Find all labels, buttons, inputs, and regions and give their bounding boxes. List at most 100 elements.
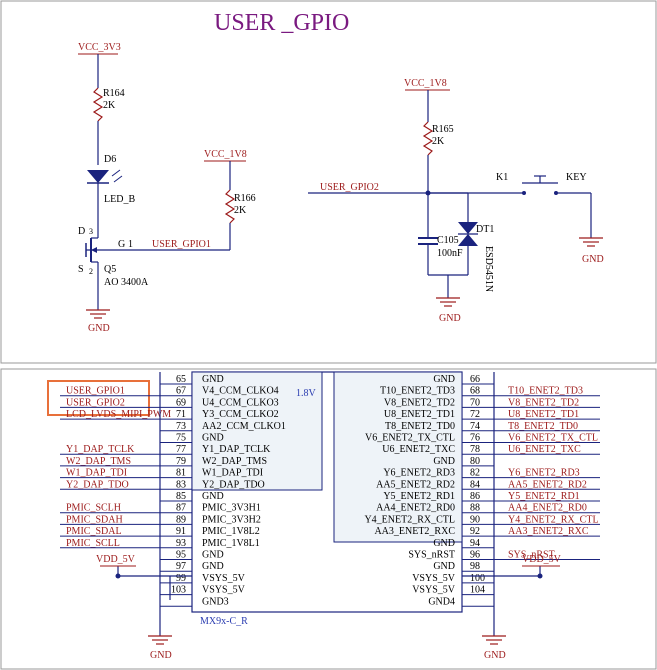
right-pin-number: 86 [470,491,480,502]
right-pin-number: 92 [470,526,480,537]
esd-diode-symbol [458,222,478,234]
left-pin-number: 89 [176,514,186,525]
left-pin-number: 73 [176,421,186,432]
left-pin-name: GND [202,491,224,502]
right-pin-number: 68 [470,386,480,397]
right-pin-number: 76 [470,433,480,444]
d6-ref: D6 [104,154,116,165]
left-pin-name: PMIC_3V3H1 [202,503,261,514]
left-net-label: PMIC_SDAH [66,514,123,525]
q5-part: AO 3400A [104,277,149,288]
right-pin-number: 94 [470,538,480,549]
connector-left-block [191,371,323,491]
gnd-label: GND [439,313,461,324]
c105-ref: C105 [437,235,459,246]
left-pin-name: VSYS_5V [202,573,246,584]
left-pin-number: 85 [176,491,186,502]
io-voltage-label: 1.8V [296,388,317,399]
left-pin-number: 65 [176,374,186,385]
left-pin-name: GND [202,550,224,561]
k1-ref: K1 [496,172,508,183]
q5-pin-1: 1 [128,239,133,250]
led-light-arrow [113,175,123,183]
gnd-symbol [482,635,506,645]
right-pin-name: Y6_ENET2_RD3 [383,468,455,479]
left-net-label: PMIC_SCLL [66,538,120,549]
q5-source-label: S [78,264,84,275]
gpio2-net-label: USER_GPIO2 [320,182,379,193]
q5-pin-2: 2 [89,267,93,276]
vcc-1v8-label-2: VCC_1V8 [404,78,447,89]
bottom-panel-frame [0,368,657,670]
left-pin-name: PMIC_3V3H2 [202,514,261,525]
left-pin-name: PMIC_1V8L1 [202,538,260,549]
vdd5v-net-label-right: VDD_5V [522,554,562,565]
right-pin-number: 66 [470,374,480,385]
vcc-1v8-label: VCC_1V8 [204,149,247,160]
right-pin-name: V6_ENET2_TX_CTL [365,433,455,444]
left-pin-name: GND [202,374,224,385]
left-net-label: W1_DAP_TDI [66,468,127,479]
left-pin-number: 75 [176,433,186,444]
r164-resistor [92,87,104,122]
left-pin-name: Y2_DAP_TDO [202,479,265,490]
r166-value: 2K [234,205,247,216]
left-pin-name: GND [202,433,224,444]
esd-diode-symbol [458,234,478,246]
right-pin-name: GND4 [428,596,455,607]
led-light-arrow [111,169,121,177]
gpio1-net-label: USER_GPIO1 [152,239,211,250]
right-pin-number: 82 [470,468,480,479]
left-net-label: USER_GPIO1 [66,386,125,397]
right-pin-name: T10_ENET2_TD3 [380,386,455,397]
right-pin-name: GND [433,456,455,467]
right-pin-number: 96 [470,550,480,561]
left-pin-name: VSYS_5V [202,585,246,596]
left-net-label: LCD_LVDS_MIPI_PWM [66,409,171,420]
left-net-label: W2_DAP_TMS [66,456,131,467]
top-panel-frame [0,0,657,364]
right-pin-number: 98 [470,561,480,572]
right-pin-name: VSYS_5V [412,585,456,596]
gnd-symbol [148,635,172,645]
left-pin-number: 67 [176,386,186,397]
right-pin-number: 104 [470,585,485,596]
gnd-label: GND [88,323,110,334]
left-pin-number: 77 [176,444,186,455]
schematic-title: USER _GPIO [214,10,349,36]
junction-dot [537,573,543,579]
left-pin-name: U4_CCM_CLKO3 [202,397,279,408]
r165-resistor [422,121,434,156]
right-pin-name: GND [433,561,455,572]
gnd-symbol [579,237,603,247]
right-pin-name: U8_ENET2_TD1 [384,409,455,420]
q5-drain-label: D [78,226,85,237]
gnd-label: GND [582,254,604,265]
right-pin-name: GND [433,538,455,549]
left-pin-number: 69 [176,397,186,408]
dt1-ref: DT1 [476,224,494,235]
r164-value: 2K [103,100,116,111]
left-pin-name: V4_CCM_CLKO4 [202,386,279,397]
right-net-group: T10_ENET2_TD3V8_ENET2_TD2U8_ENET2_TD1T8_… [494,386,600,565]
led-label: LED_B [104,194,135,205]
left-net-label: Y2_DAP_TDO [66,479,129,490]
junction-dot [425,190,431,196]
right-net-label: AA3_ENET2_RXC [508,526,589,537]
right-pin-number: 100 [470,573,485,584]
r166-resistor [224,189,236,224]
right-pin-number: 74 [470,421,480,432]
r165-value: 2K [432,136,445,147]
gnd-label: GND [484,650,506,661]
key-contact [522,191,526,195]
left-net-label: PMIC_SCLH [66,503,121,514]
key-label: KEY [566,172,587,183]
gnd-symbol [436,297,460,307]
right-pin-number: 80 [470,456,480,467]
c105-value: 100nF [437,248,463,259]
right-pin-name: Y5_ENET2_RD1 [383,491,455,502]
q5-pin-3: 3 [89,227,93,236]
left-pin-number: 83 [176,479,186,490]
right-pin-name: AA3_ENET2_RXC [374,526,455,537]
